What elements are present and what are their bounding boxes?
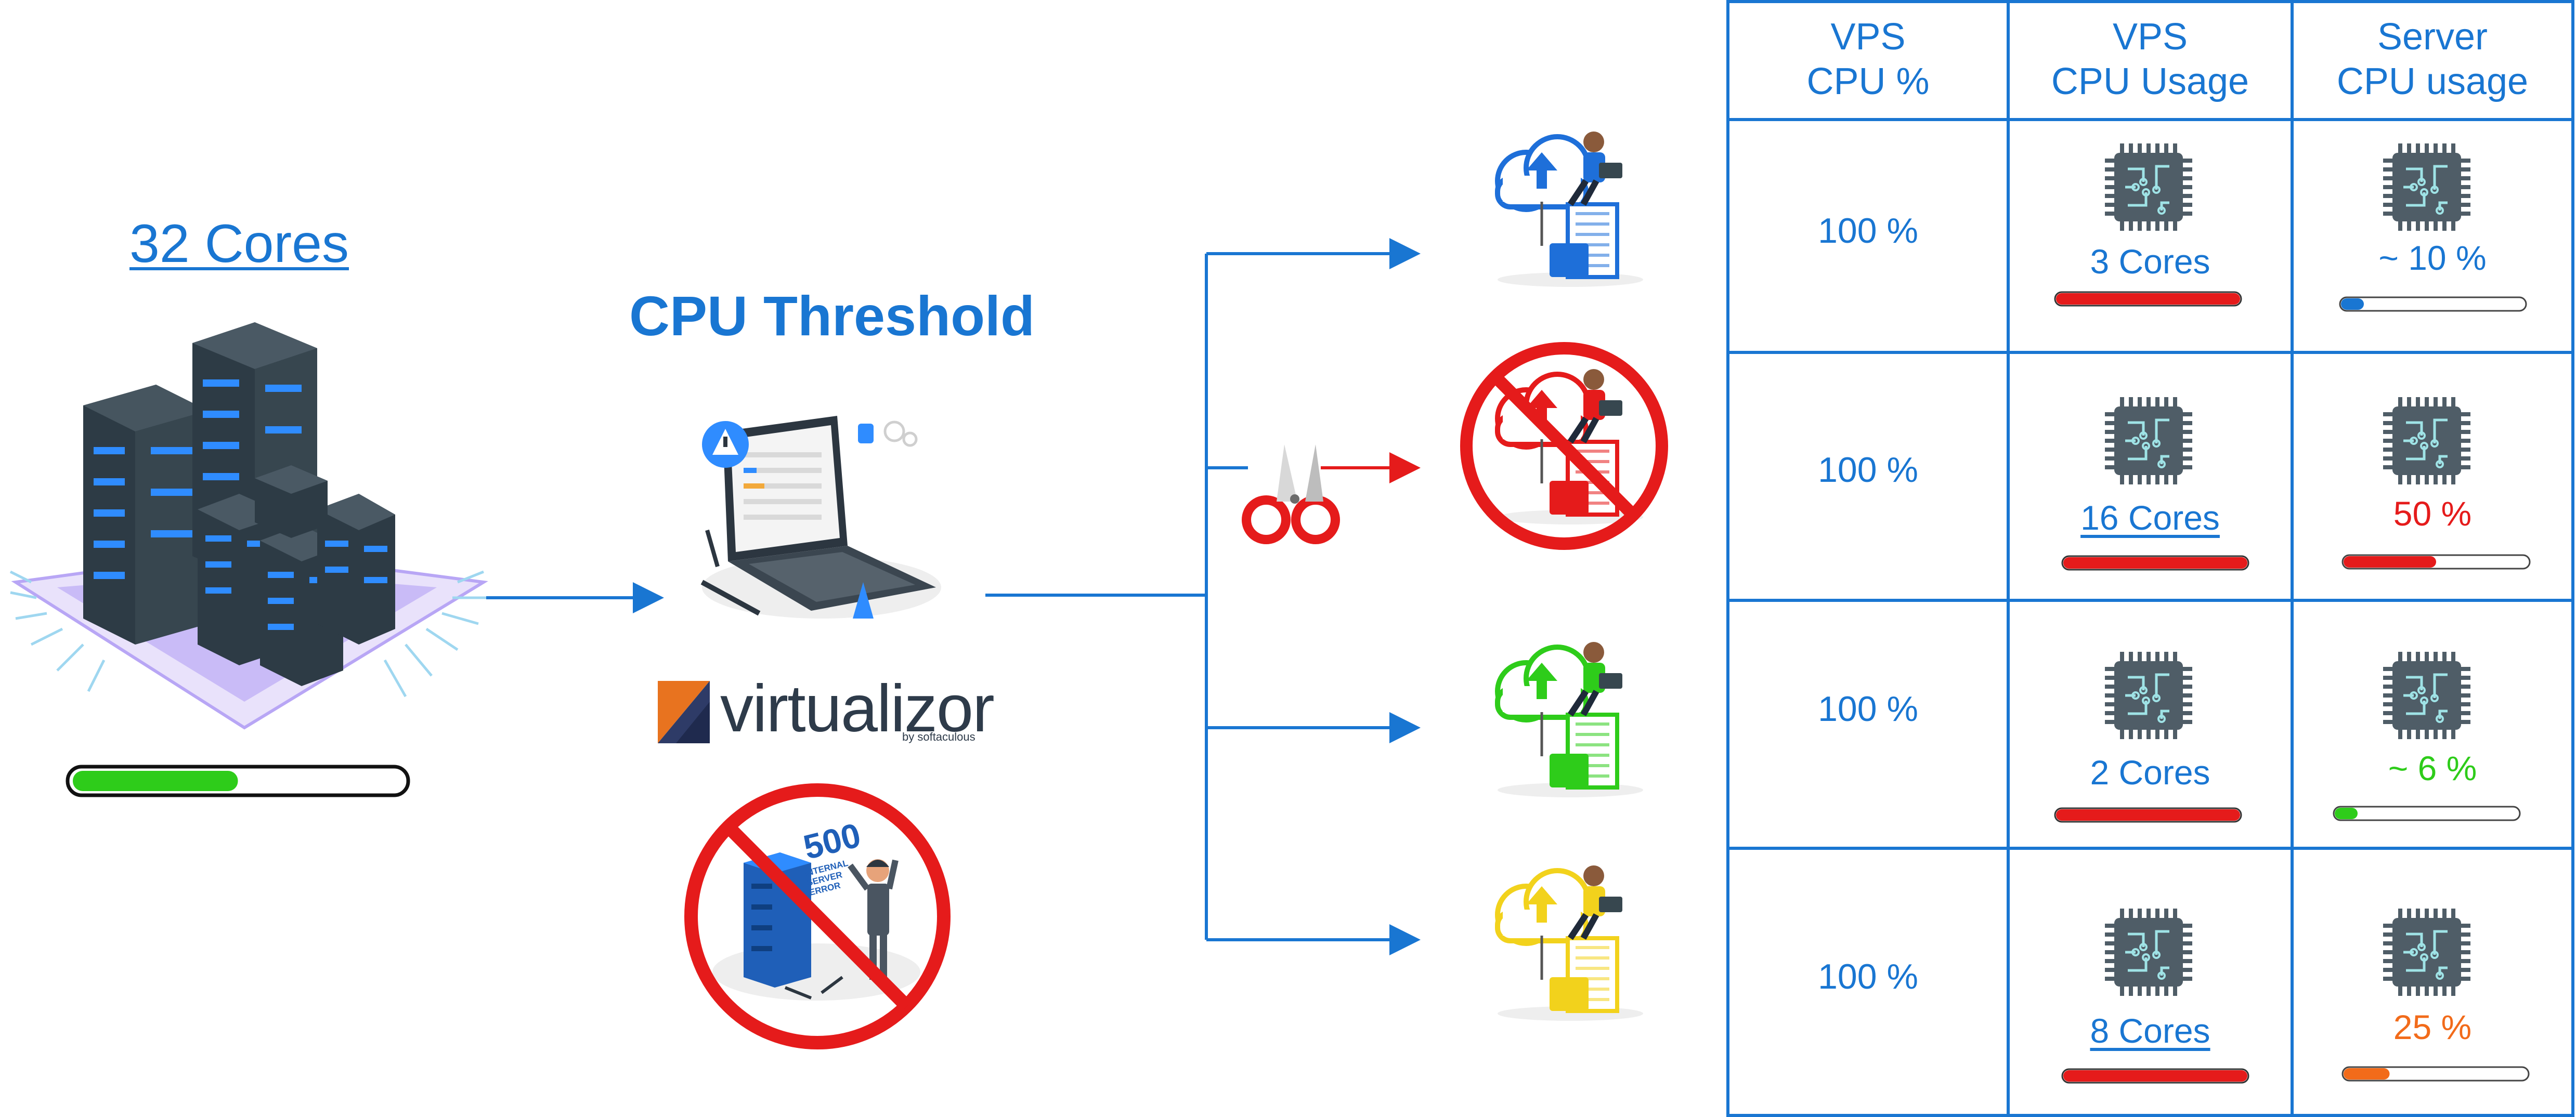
table-row-3-vps-cpu-percent: 100 % xyxy=(1818,689,1918,729)
table-row-4-server-usage: 25 % xyxy=(2393,1008,2472,1046)
table-row-2-vps-cores: 16 Cores xyxy=(2080,498,2220,537)
vps-illustration-4 xyxy=(1495,865,1643,1021)
vps-usage-bar xyxy=(2061,1068,2249,1084)
virtualizor-logo-tagline: by softaculous xyxy=(902,730,975,743)
cpu-chip-icon xyxy=(2383,143,2470,231)
vps-illustration-1 xyxy=(1495,132,1643,287)
cpu-chip-icon xyxy=(2105,143,2192,231)
server-usage-fill xyxy=(73,771,238,791)
laptop-illustration xyxy=(700,416,941,619)
usage-table-grid xyxy=(1726,0,2574,1117)
vps-usage-fill xyxy=(2063,1070,2247,1082)
virtualizor-logo-text: virtualizor xyxy=(720,672,995,746)
server-usage-fill xyxy=(2335,808,2358,819)
table-row-1-server-usage: ~ 10 % xyxy=(2378,239,2487,277)
server-usage-bar-row xyxy=(2341,554,2531,570)
server-usage-bar xyxy=(66,765,410,797)
cpu-threshold-title: CPU Threshold xyxy=(629,284,1035,347)
usage-bars xyxy=(2054,291,2531,1084)
vps-usage-fill xyxy=(2056,293,2240,305)
server-cores-title: 32 Cores xyxy=(129,214,349,274)
header-vps-cpu-usage: VPS CPU Usage xyxy=(2010,15,2291,104)
server-usage-bar-row xyxy=(2333,806,2521,821)
vps-usage-bar xyxy=(2054,291,2242,307)
branch-connectors xyxy=(985,238,1421,955)
header-line: VPS xyxy=(1830,16,1906,58)
server-cluster-illustration xyxy=(9,322,489,730)
cpu-chip-icon xyxy=(2383,397,2470,484)
header-server-cpu-usage: Server CPU usage xyxy=(2294,15,2571,104)
header-line: CPU % xyxy=(1806,61,1930,102)
vps-illustrations xyxy=(1460,132,1668,1021)
table-row-1-vps-cpu-percent: 100 % xyxy=(1818,211,1918,251)
cpu-chip-icon xyxy=(2383,909,2470,996)
server-usage-bar-row xyxy=(2339,296,2527,312)
table-row-3-vps-cores: 2 Cores xyxy=(2090,753,2210,792)
vps-illustration-3 xyxy=(1495,642,1643,797)
cpu-chip-icon xyxy=(2105,909,2192,996)
server-usage-bar-row xyxy=(2341,1066,2530,1082)
vps-usage-bar xyxy=(2054,807,2242,823)
table-row-1-vps-cores: 3 Cores xyxy=(2090,242,2210,281)
cpu-chip-icon xyxy=(2383,652,2470,739)
cpu-chip-icon xyxy=(2105,652,2192,739)
server-usage-fill xyxy=(2341,298,2364,310)
table-row-2-server-usage: 50 % xyxy=(2393,494,2472,533)
table-row-4-vps-cpu-percent: 100 % xyxy=(1818,957,1918,996)
header-line: CPU usage xyxy=(2336,61,2529,102)
table-row-3-server-usage: ~ 6 % xyxy=(2388,749,2477,787)
server-usage-fill xyxy=(2344,1068,2390,1080)
header-line: VPS xyxy=(2112,16,2188,58)
chip-icons xyxy=(2105,143,2470,996)
vps-usage-bar xyxy=(2061,555,2249,571)
server-usage-fill xyxy=(2344,556,2436,568)
error-illustration xyxy=(684,783,951,1049)
vps-usage-fill xyxy=(2056,809,2240,821)
header-vps-cpu-percent: VPS CPU % xyxy=(1729,15,2007,104)
header-line: CPU Usage xyxy=(2051,61,2249,102)
virtualizor-logo-mark xyxy=(658,681,710,743)
vps-usage-fill xyxy=(2063,557,2247,569)
cpu-chip-icon xyxy=(2105,397,2192,484)
table-row-2-vps-cpu-percent: 100 % xyxy=(1818,450,1918,490)
header-line: Server xyxy=(2377,16,2488,58)
scissors-icon xyxy=(1242,444,1340,544)
table-row-4-vps-cores: 8 Cores xyxy=(2090,1011,2210,1050)
blocked-sign-icon xyxy=(1460,342,1668,550)
